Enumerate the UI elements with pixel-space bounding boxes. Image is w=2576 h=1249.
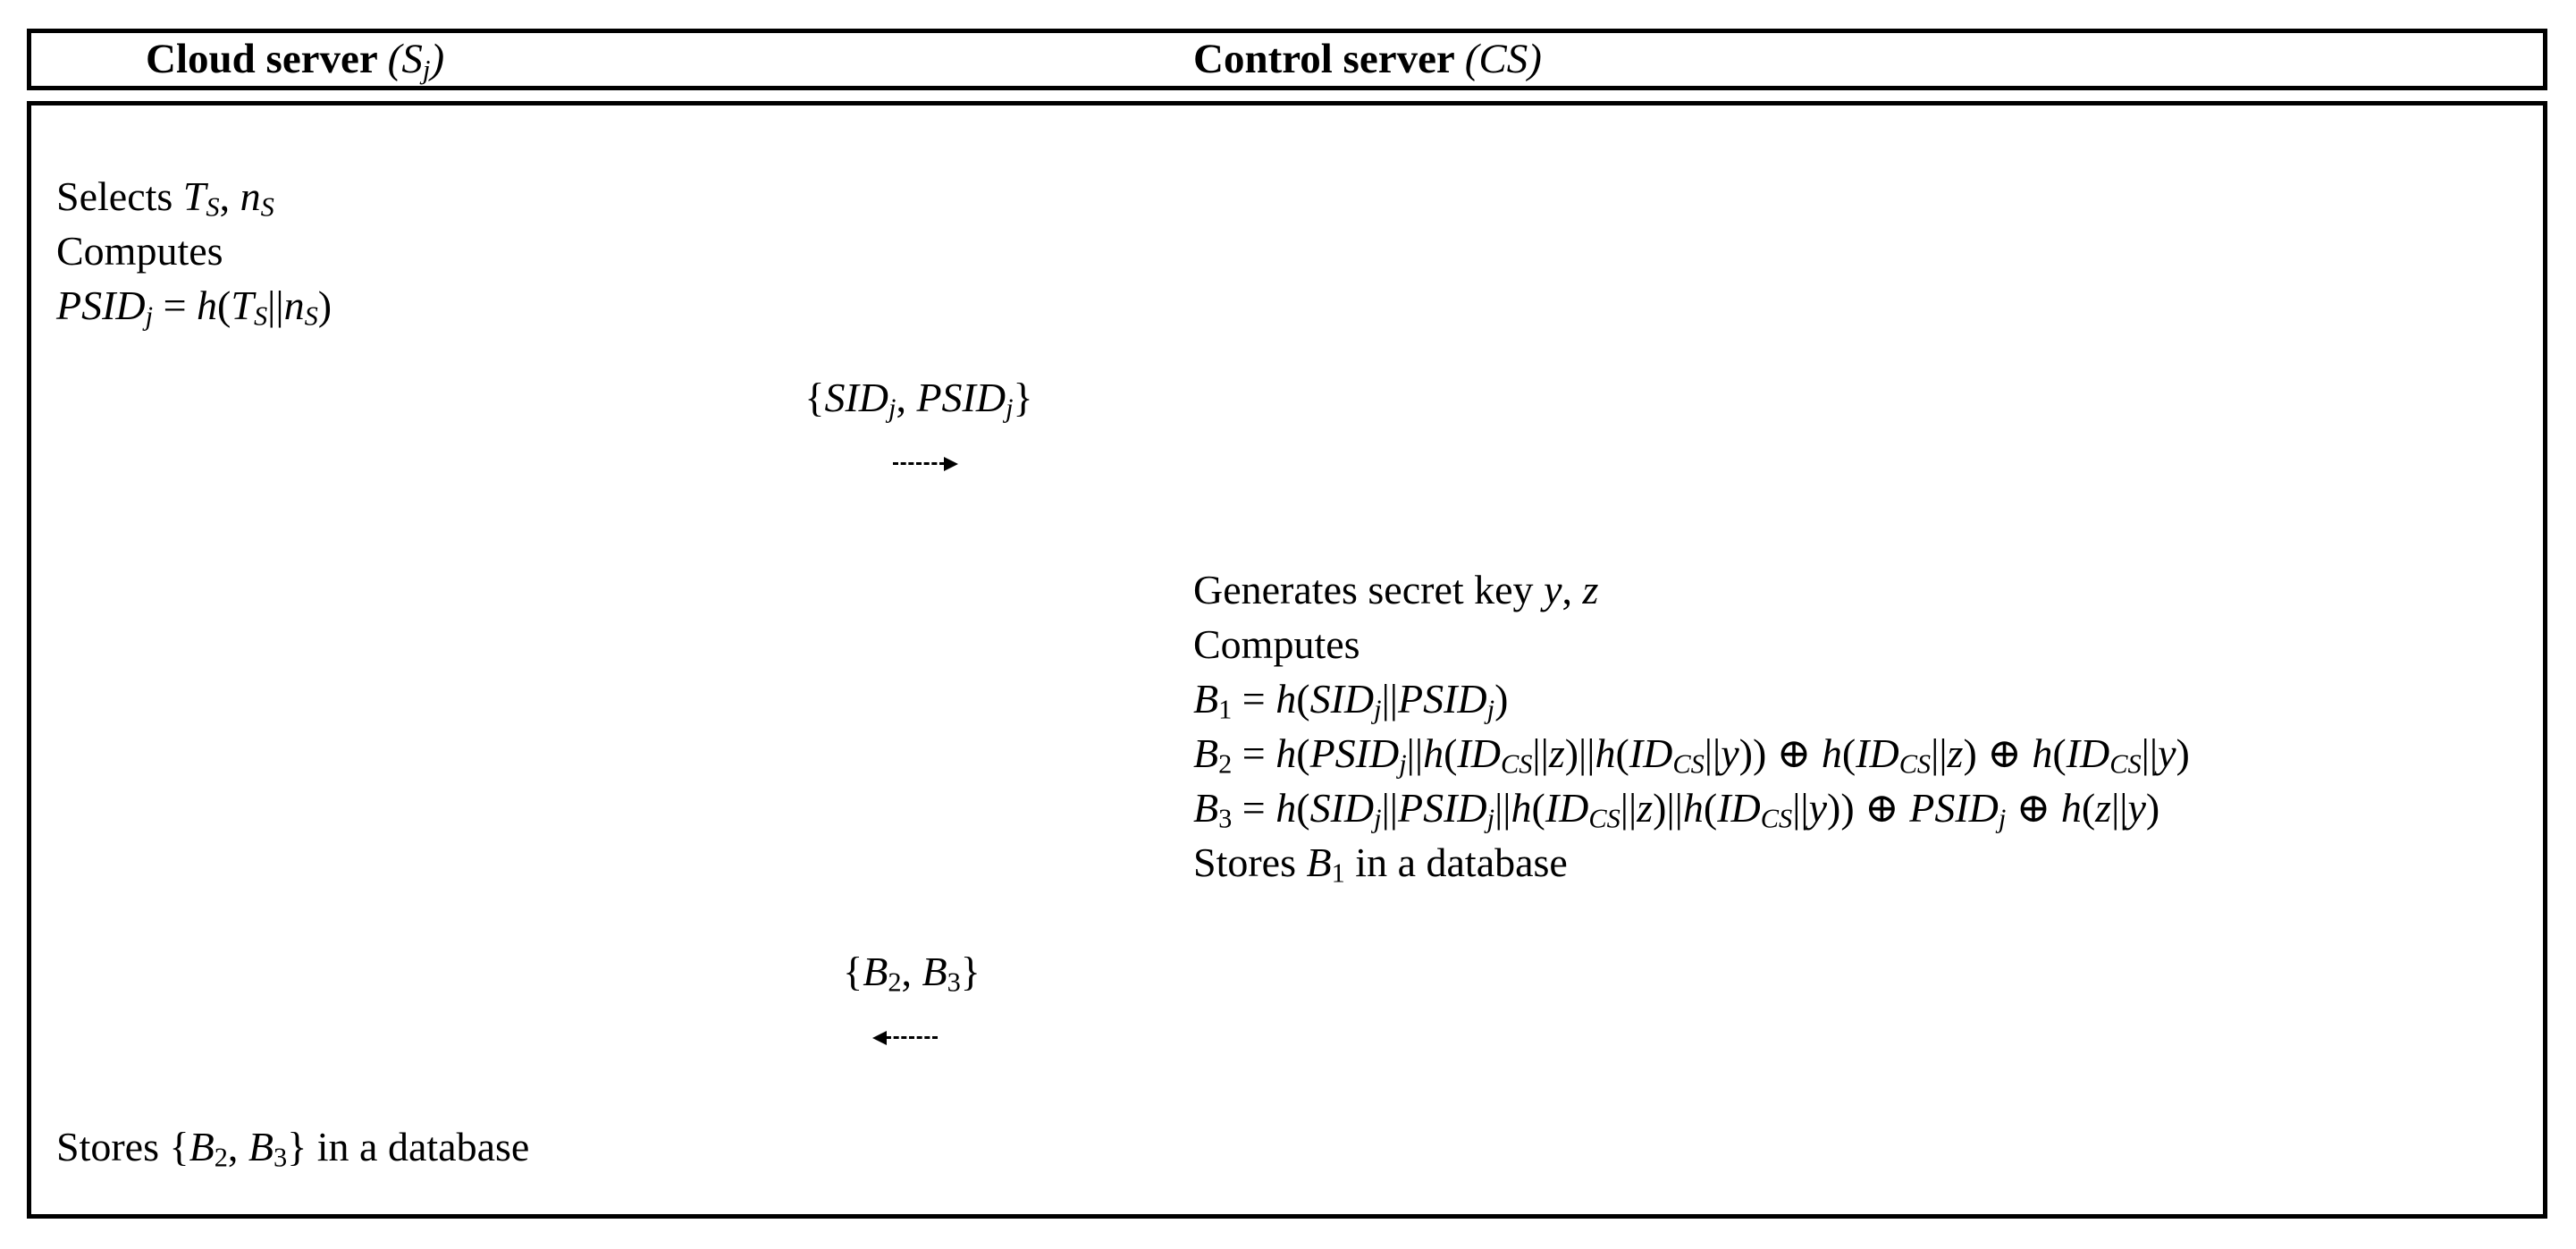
step-line: PSIDj = h(TS||nS) [56,283,333,332]
step-line: B2 = h(PSIDj||h(IDCS||z)||h(IDCS||y)) ⊕ … [1193,730,2190,780]
header-cloud-server: Cloud server (Sj) [146,36,445,85]
step-line: B1 = h(SIDj||PSIDj) [1193,676,1509,725]
control-server-steps: Generates secret key y, z Computes B1 = … [1193,562,2190,890]
step-line: Generates secret key y, z [1193,567,1599,612]
step-line: Computes [56,228,223,274]
cloud-server-steps-2: Stores {B2, B3} in a database [56,1119,529,1174]
message-label: {SIDj, PSIDj} [804,375,1033,424]
protocol-body: Selects TS, nS Computes PSIDj = h(TS||nS… [27,101,2547,1219]
cloud-server-steps-1: Selects TS, nS Computes PSIDj = h(TS||nS… [56,169,332,333]
message-b2-b3: {B2, B3} [688,944,1135,1045]
message-sid-psid: {SIDj, PSIDj} [695,370,1142,471]
header-row: Cloud server (Sj) Control server (CS) [27,29,2547,90]
step-line: Stores B1 in a database [1193,840,1568,889]
step-line: Stores {B2, B3} in a database [56,1124,530,1173]
dashed-left-arrow-icon [872,1031,938,1045]
header-control-server: Control server (CS) [1193,36,1542,82]
dashed-right-arrow-icon [893,457,958,471]
step-line: Selects TS, nS [56,173,274,223]
message-label: {B2, B3} [843,949,981,998]
step-line: B3 = h(SIDj||PSIDj||h(IDCS||z)||h(IDCS||… [1193,785,2160,834]
step-line: Computes [1193,621,1360,667]
